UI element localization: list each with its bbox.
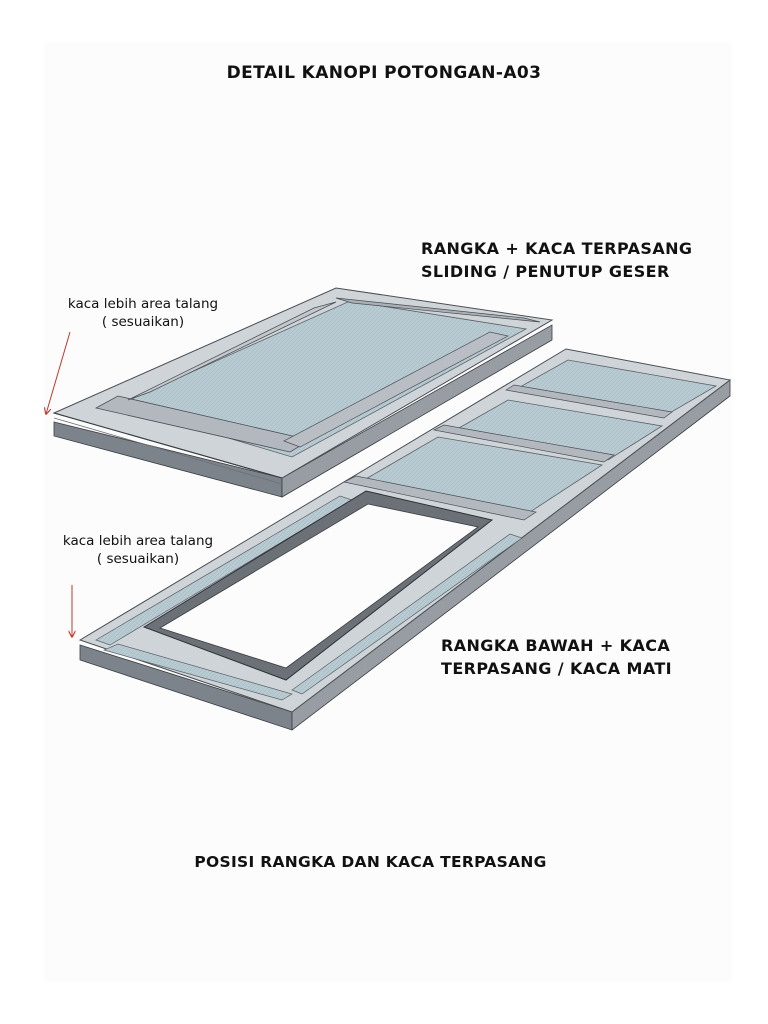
annotation-note-upper-line2: ( sesuaikan): [101, 314, 185, 330]
glass-strip-bottom: [102, 643, 293, 701]
annotation-note-lower-line2: ( sesuaikan): [96, 551, 180, 567]
annotation-note-lower: kaca lebih area talang ( sesuaikan): [50, 532, 226, 568]
cross-rail-2: [432, 424, 615, 463]
opening-void: [159, 503, 479, 669]
upper-assembly-label-line1: RANGKA + KACA TERPASANG: [421, 239, 693, 258]
annotation-note-lower-line1: kaca lebih area talang: [62, 533, 214, 549]
glass-strip-right: [291, 533, 523, 695]
upper-panel-rail-top: [335, 297, 541, 323]
lower-fixed-assembly: [78, 348, 732, 731]
drawing-caption: POSISI RANGKA DAN KACA TERPASANG: [194, 853, 547, 871]
drawing-title: DETAIL KANOPI POTONGAN-A03: [226, 63, 542, 83]
cross-rail-3: [342, 475, 537, 521]
upper-sliding-panel: [52, 287, 554, 498]
upper-panel-rail-back: [283, 331, 509, 448]
annotation-note-upper: kaca lebih area talang ( sesuaikan): [40, 295, 246, 331]
annotation-arrow-upper: [46, 331, 71, 414]
cross-rail-1: [505, 384, 673, 419]
lower-assembly-label: RANGKA BAWAH + KACA TERPASANG / KACA MAT…: [441, 634, 672, 680]
upper-assembly-label-line2: SLIDING / PENUTUP GESER: [421, 262, 670, 281]
upper-panel-right-face: [281, 324, 553, 498]
lower-assembly-label-line2: TERPASANG / KACA MATI: [441, 659, 673, 678]
lower-assembly-label-line1: RANGKA BAWAH + KACA: [441, 636, 671, 655]
annotation-note-upper-line1: kaca lebih area talang: [67, 296, 219, 312]
upper-assembly-label: RANGKA + KACA TERPASANG SLIDING / PENUTU…: [421, 237, 692, 283]
upper-panel-rail-mid: [127, 301, 337, 401]
